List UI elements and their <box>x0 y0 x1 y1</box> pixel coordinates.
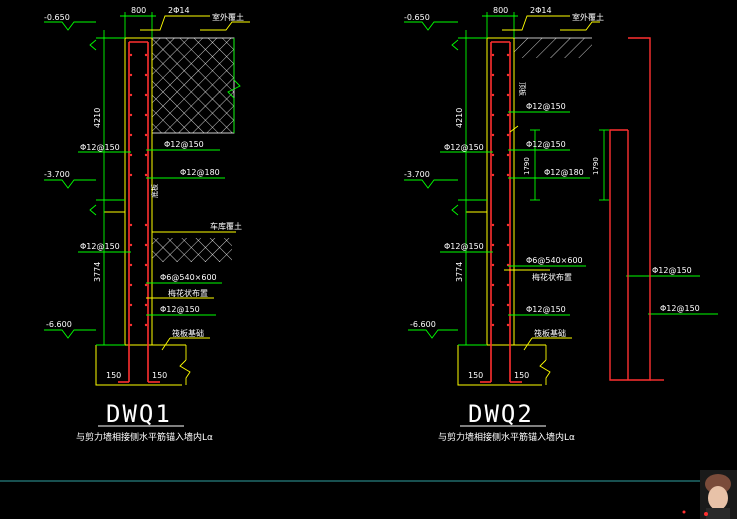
dim-lower-label: 3774 <box>455 262 464 282</box>
detail-dwq2: -0.650 -3.700 -6.600 800 2Φ14 室外覆土 4210 … <box>404 6 718 443</box>
bar-detail <box>609 37 664 381</box>
base-note-label: 筏板基础 <box>534 328 566 338</box>
soil-hatch-lower <box>152 238 232 262</box>
elev-mid-label: -3.700 <box>44 170 70 179</box>
plum-note-label: 梅花状布置 <box>168 288 208 298</box>
vert-bar-4-label: Φ12@150 <box>526 305 566 314</box>
fill-right-label: 车库覆土 <box>210 221 242 231</box>
leader-lines <box>502 15 600 385</box>
plum-tie-label: Φ6@540×600 <box>526 256 583 265</box>
foot-left-label: 150 <box>106 371 121 380</box>
dim-width-label: 800 <box>131 6 146 15</box>
vert-bar-2-label: Φ12@180 <box>180 168 220 177</box>
detail-dwq1: -0.650 -3.700 -6.600 800 2Φ14 室外覆土 4210 … <box>44 6 250 443</box>
dim-width-label: 800 <box>493 6 508 15</box>
dim-lines <box>404 12 718 346</box>
rebar-dots <box>129 53 148 327</box>
top-bar-label: 2Φ14 <box>168 6 190 15</box>
outdoor-fill-label: 室外覆土 <box>212 12 244 22</box>
detail-bar-2-label: Φ12@150 <box>660 304 700 313</box>
elev-top-label: -0.650 <box>404 13 430 22</box>
detail-title: DWQ1 <box>106 400 172 428</box>
dim-1790-a-label: 1790 <box>523 157 531 175</box>
rebar-lines <box>480 41 522 383</box>
horiz-bar-2-label: Φ12@150 <box>444 242 484 251</box>
soil-hatch-upper <box>151 37 235 134</box>
leader-lines <box>140 15 250 385</box>
foot-left-label: 150 <box>468 371 483 380</box>
horiz-bar-1-label: Φ12@150 <box>444 143 484 152</box>
dim-upper-label: 4210 <box>93 108 102 128</box>
elev-bottom-label: -6.600 <box>410 320 436 329</box>
elev-mid-label: -3.700 <box>404 170 430 179</box>
plum-note-label: 梅花状布置 <box>532 272 572 282</box>
horiz-bar-2-label: Φ12@150 <box>80 242 120 251</box>
plum-tie-label: Φ6@540×600 <box>160 273 217 282</box>
base-note-label: 筏板基础 <box>172 328 204 338</box>
foot-right-label: 150 <box>152 371 167 380</box>
slab-label: 顶板 <box>518 82 527 96</box>
dim-1790-b-label: 1790 <box>592 157 600 175</box>
vert-bar-2-label: Φ12@150 <box>526 140 566 149</box>
vert-bar-3-label: Φ12@150 <box>160 305 200 314</box>
detail-caption: 与剪力墙相接侧水平筋锚入墙内Lα <box>76 431 213 443</box>
dim-lines <box>44 12 241 346</box>
detail-caption: 与剪力墙相接侧水平筋锚入墙内Lα <box>438 431 575 443</box>
detail-title: DWQ2 <box>468 400 534 428</box>
soil-hatch-upper <box>514 37 592 58</box>
rebar-dots <box>491 53 510 327</box>
top-bar-label: 2Φ14 <box>530 6 552 15</box>
rebar-lines <box>118 41 160 383</box>
horiz-bar-1-label: Φ12@150 <box>80 143 120 152</box>
detail-bar-1-label: Φ12@150 <box>652 266 692 275</box>
wall-outline <box>457 37 546 386</box>
vert-bar-3-label: Φ12@180 <box>544 168 584 177</box>
slab-label: 底板 <box>150 184 159 198</box>
dim-lower-label: 3774 <box>93 262 102 282</box>
avatar <box>682 470 737 519</box>
dim-upper-label: 4210 <box>455 108 464 128</box>
elev-bottom-label: -6.600 <box>46 320 72 329</box>
outdoor-fill-label: 室外覆土 <box>572 12 604 22</box>
vert-bar-1-label: Φ12@150 <box>526 102 566 111</box>
vert-bar-1-label: Φ12@150 <box>164 140 204 149</box>
foot-right-label: 150 <box>514 371 529 380</box>
elev-top-label: -0.650 <box>44 13 70 22</box>
